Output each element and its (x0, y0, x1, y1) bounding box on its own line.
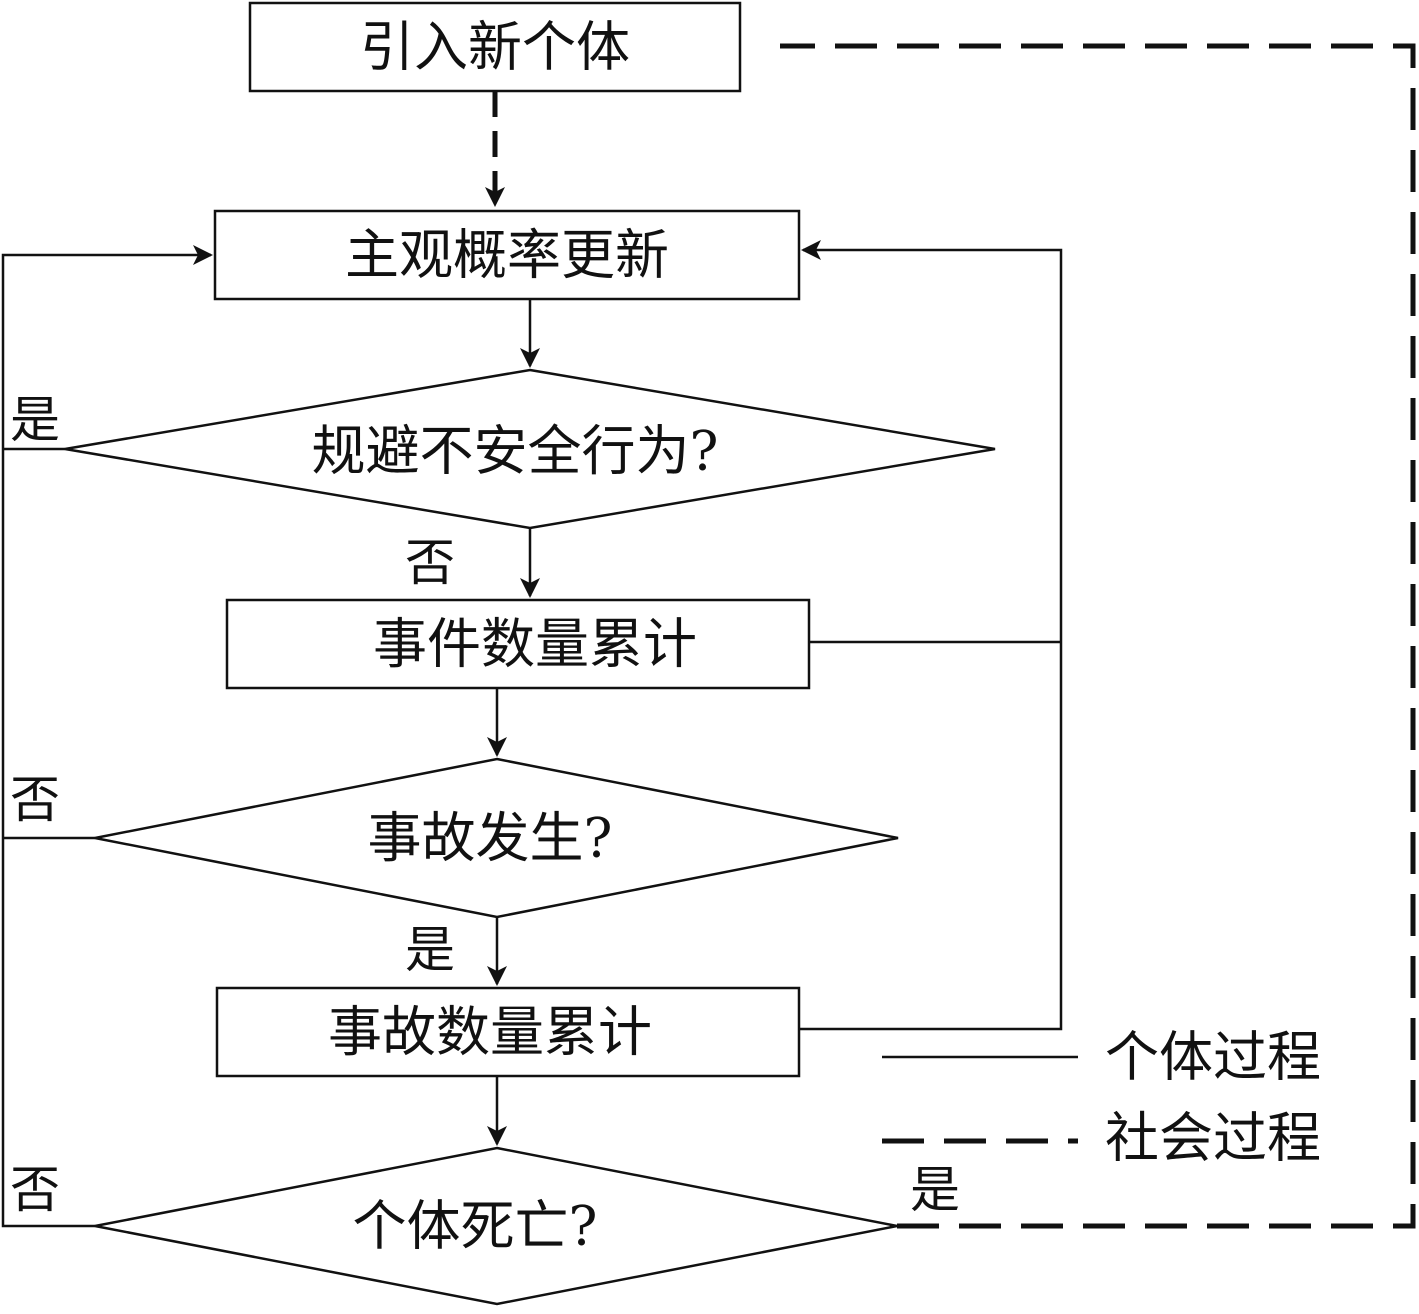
node-introduce: 引入新个体 (248, 1, 742, 93)
node-update-box (213, 209, 801, 301)
label-accident-yes: 是 (405, 921, 455, 979)
node-update: 主观概率更新 (213, 209, 801, 301)
node-event-count: 事件数量累计 (225, 598, 811, 690)
node-accident-count: 事故数量累计 (215, 986, 801, 1078)
decision-death-shape (94, 1146, 898, 1306)
node-event-count-box (225, 598, 811, 690)
legend: 个体过程 社会过程 (882, 1026, 1321, 1170)
edge-right-feedback (799, 240, 1063, 1031)
decision-accident: 事故发生? (94, 757, 899, 919)
node-update-label: 主观概率更新 (345, 224, 669, 287)
label-death-no: 否 (10, 1161, 60, 1219)
social-process-edges (485, 43, 1416, 1229)
decision-avoid: 规避不安全行为? (64, 368, 996, 530)
label-avoid-no: 否 (405, 534, 455, 592)
node-introduce-box (248, 1, 742, 93)
individual-process-edges (1, 240, 1063, 1228)
edge-death-yes-loop (780, 43, 1416, 1229)
edge-left-feedback (1, 245, 213, 1228)
decision-death: 个体死亡? (94, 1146, 898, 1306)
legend-individual-label: 个体过程 (1105, 1026, 1321, 1089)
label-accident-no: 否 (10, 771, 60, 829)
label-avoid-yes: 是 (10, 391, 60, 449)
legend-social-label: 社会过程 (1105, 1107, 1321, 1170)
node-accident-count-box (215, 986, 801, 1078)
decision-avoid-label: 规避不安全行为? (312, 420, 719, 483)
node-event-count-label: 事件数量累计 (373, 613, 697, 676)
node-introduce-label: 引入新个体 (360, 16, 630, 79)
edge-labels: 是 否 否 是 否 是 (10, 391, 960, 1219)
decision-accident-label: 事故发生? (368, 807, 613, 870)
label-death-yes: 是 (910, 1161, 960, 1219)
decision-death-label: 个体死亡? (353, 1195, 598, 1258)
node-accident-count-label: 事故数量累计 (328, 1001, 652, 1064)
